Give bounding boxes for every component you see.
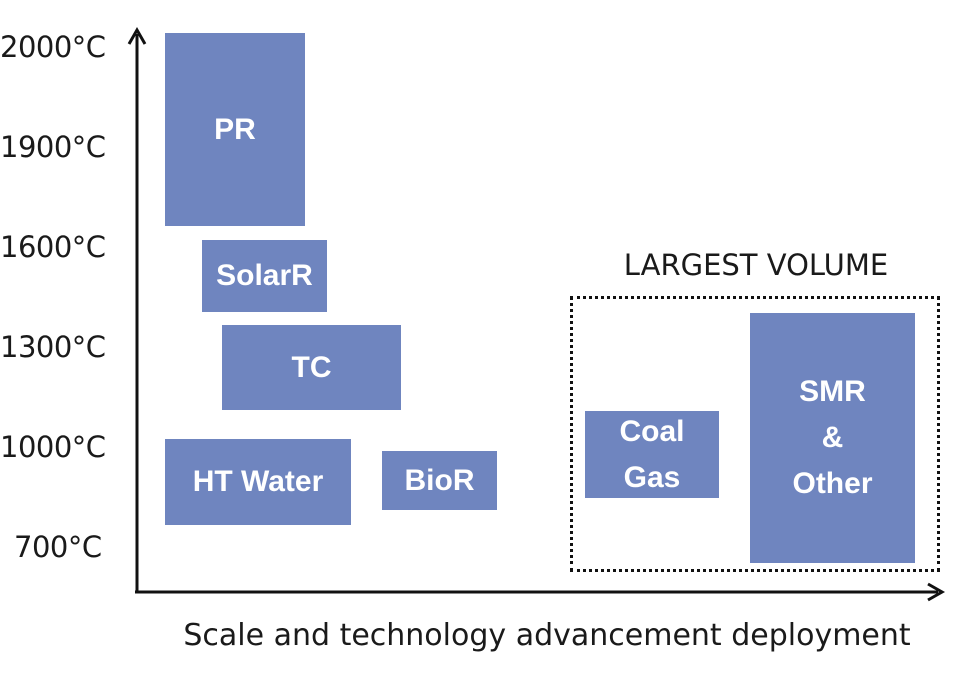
x-axis-arrowhead xyxy=(927,582,946,602)
y-tick-1300: 1300°C xyxy=(0,330,106,364)
block-coal-gas: Coal Gas xyxy=(585,411,719,498)
block-tc: TC xyxy=(222,325,401,410)
block-bior-label: BioR xyxy=(404,463,475,497)
block-ht-water: HT Water xyxy=(165,439,351,525)
block-coal-gas-label-line1: Coal xyxy=(619,414,685,448)
block-pr-label: PR xyxy=(214,112,256,146)
block-solarr: SolarR xyxy=(202,240,327,312)
y-tick-1600: 1600°C xyxy=(0,230,106,264)
y-tick-1000: 1000°C xyxy=(0,430,106,464)
y-tick-2000: 2000°C xyxy=(0,30,106,64)
block-coal-gas-label-line2: Gas xyxy=(623,460,681,494)
block-ht-water-label: HT Water xyxy=(192,465,324,498)
y-axis-arrowhead xyxy=(127,26,147,45)
block-smr-label-line2: & xyxy=(821,421,844,454)
block-smr-label-line3: Other xyxy=(792,467,873,500)
y-tick-1900: 1900°C xyxy=(0,130,106,164)
largest-volume-box xyxy=(570,296,940,572)
largest-volume-label: LARGEST VOLUME xyxy=(623,248,889,282)
x-axis-label: Scale and technology advancement deploym… xyxy=(183,618,911,653)
block-smr-other: SMR & Other xyxy=(750,313,915,563)
block-bior: BioR xyxy=(382,451,497,510)
block-solarr-label: SolarR xyxy=(216,259,313,292)
block-smr-label-line1: SMR xyxy=(799,375,866,408)
y-tick-700: 700°C xyxy=(14,530,102,564)
block-pr: PR xyxy=(165,33,305,226)
block-tc-label: TC xyxy=(291,350,332,384)
